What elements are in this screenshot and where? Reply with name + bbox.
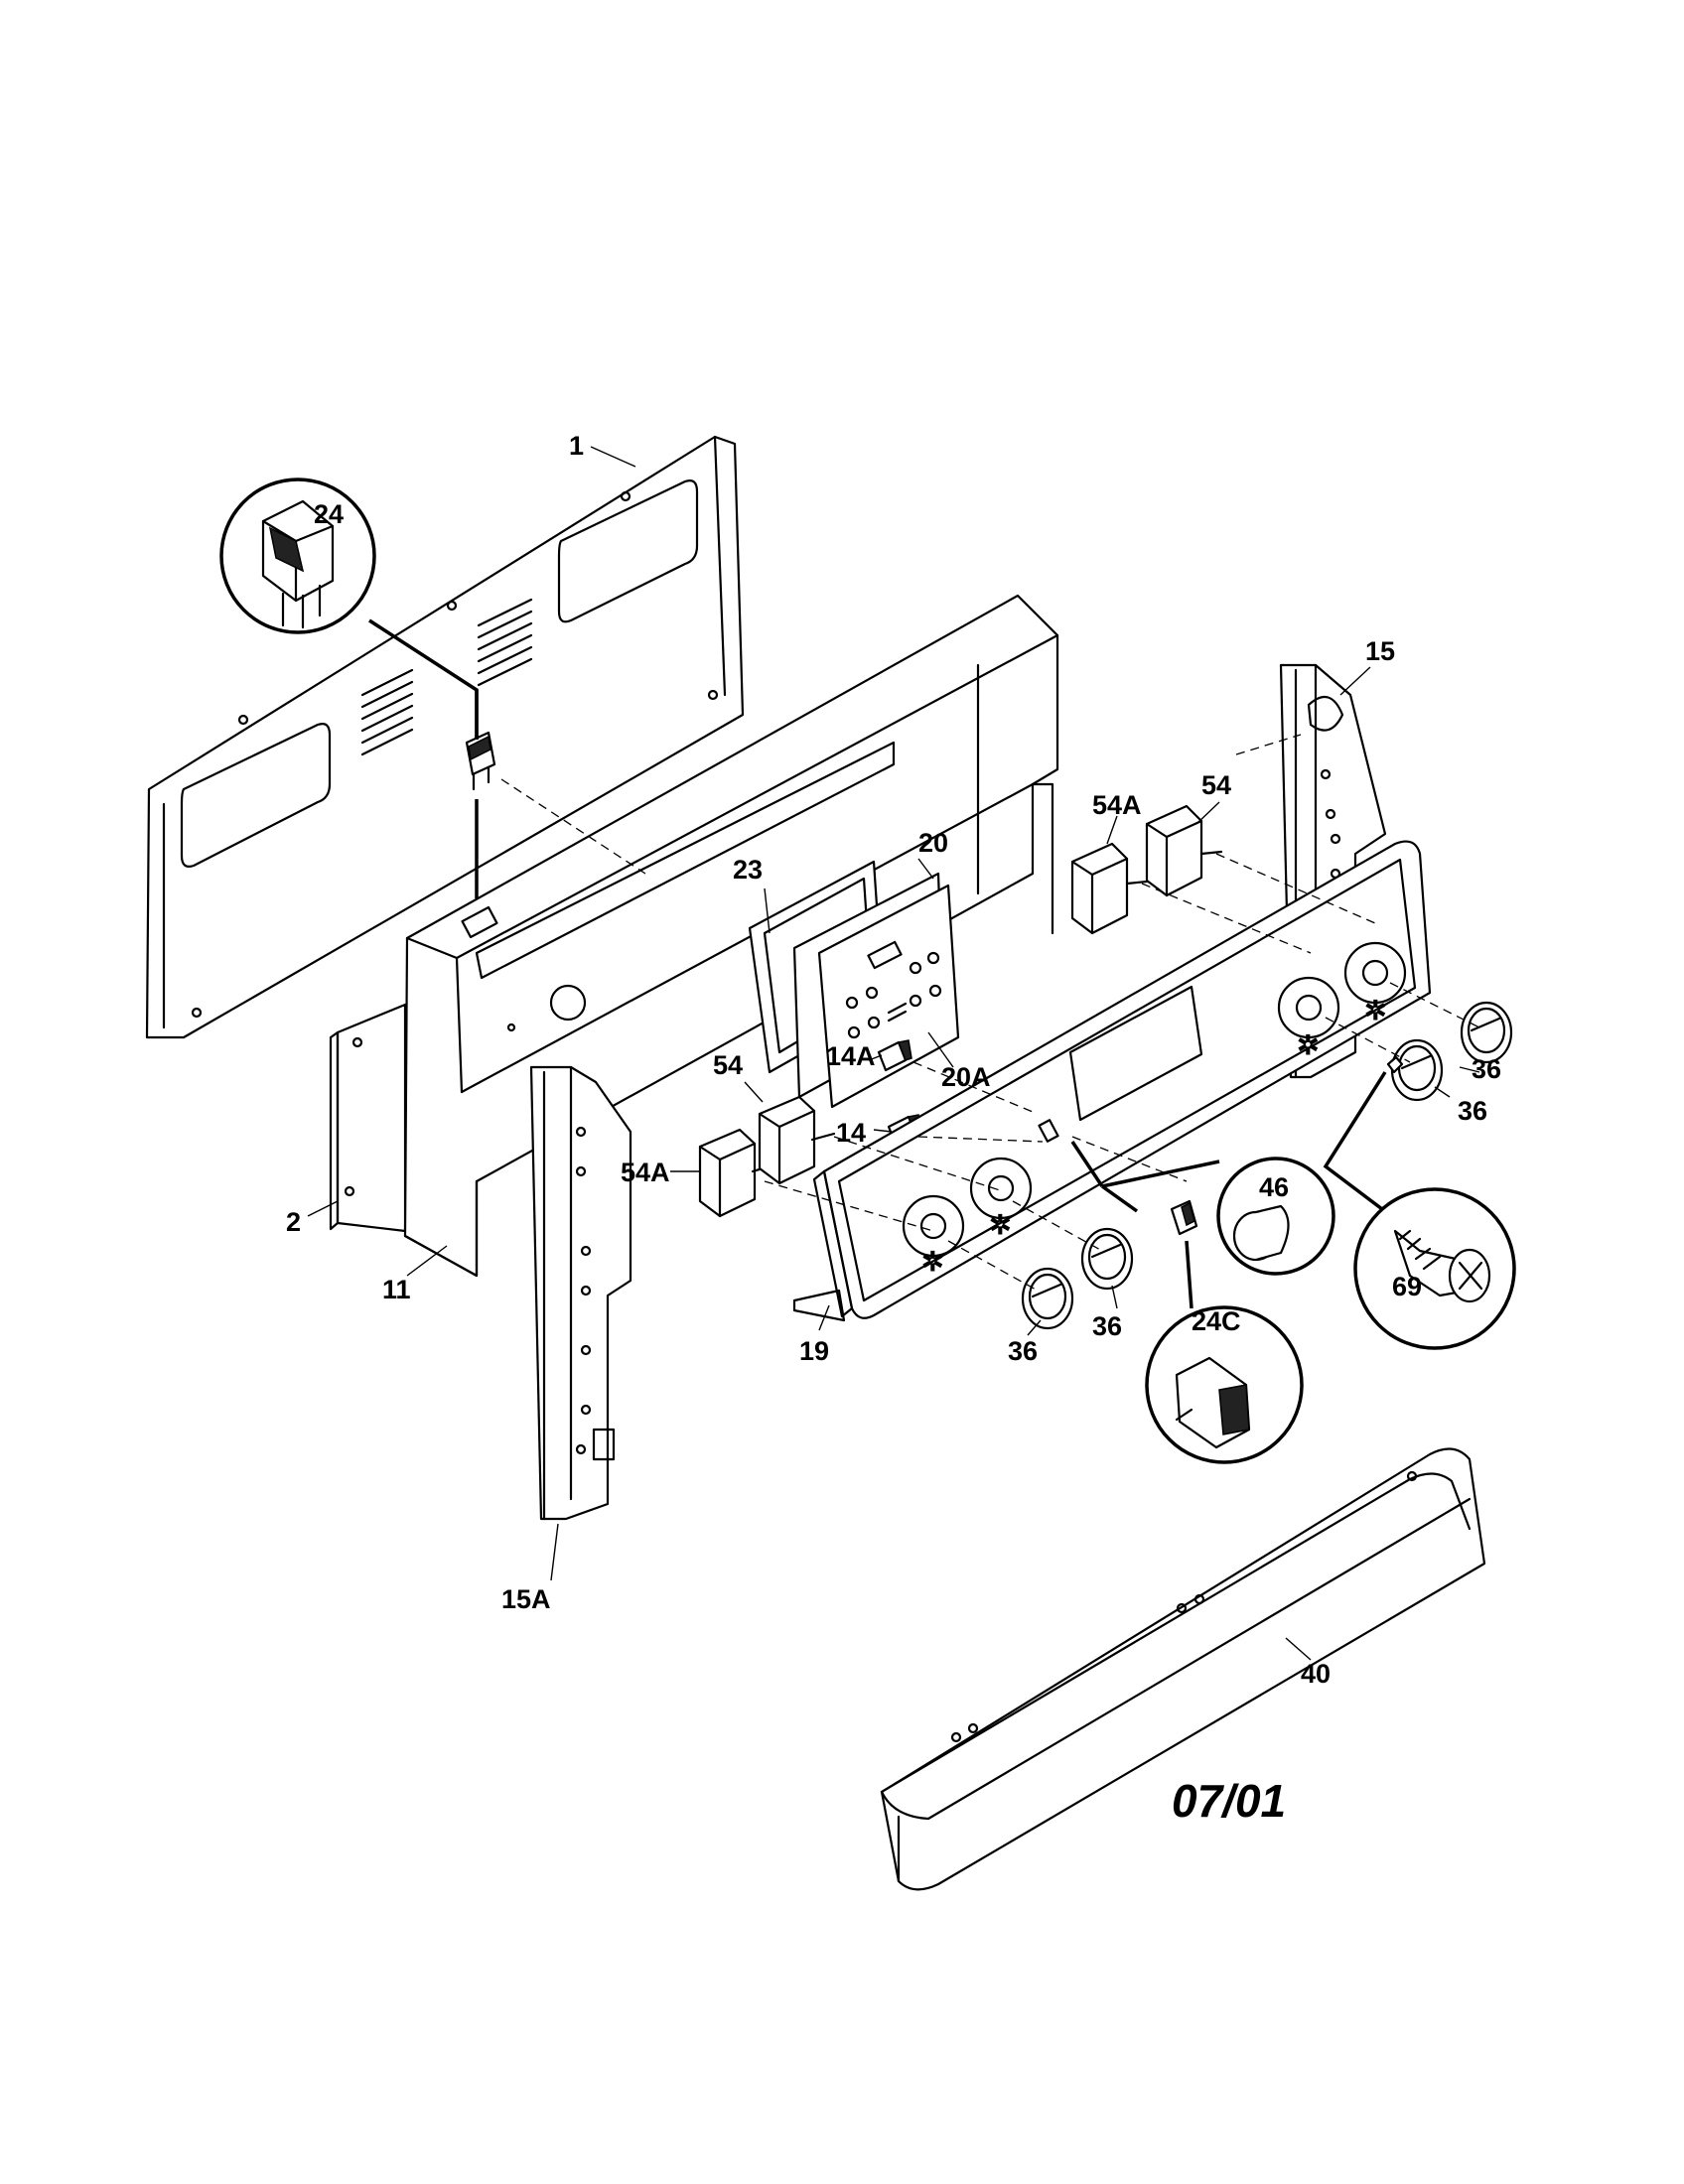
infinite-switch-54a-right bbox=[1070, 842, 1149, 935]
label-15a: 15A bbox=[501, 1584, 551, 1614]
svg-text:✲: ✲ bbox=[1297, 1030, 1320, 1060]
label-11: 11 bbox=[382, 1275, 411, 1304]
label-20: 20 bbox=[918, 828, 948, 858]
label-15: 15 bbox=[1365, 636, 1395, 666]
label-19: 19 bbox=[799, 1336, 829, 1366]
part-labels: 1 24 2 11 15 15A 23 20 20A 14A 14 54 54A… bbox=[286, 431, 1501, 1827]
label-36-right-lower: 36 bbox=[1458, 1096, 1487, 1126]
left-side-bracket bbox=[529, 1065, 632, 1521]
knob-36-right-lower bbox=[1390, 1038, 1444, 1102]
label-14: 14 bbox=[836, 1118, 866, 1148]
left-bracket bbox=[329, 1003, 407, 1233]
label-54a-right: 54A bbox=[1092, 790, 1142, 820]
label-40: 40 bbox=[1301, 1659, 1331, 1689]
label-24: 24 bbox=[314, 499, 344, 529]
thermostat-switch-14a bbox=[877, 1039, 912, 1072]
label-36-lower-mid: 36 bbox=[1092, 1311, 1122, 1341]
assembly-lines bbox=[500, 734, 1480, 1292]
callout-24-rocker-switch bbox=[219, 478, 479, 898]
electronic-control-board bbox=[792, 872, 960, 1109]
label-24c: 24C bbox=[1192, 1306, 1241, 1336]
knob-36-right-upper bbox=[1460, 1001, 1513, 1064]
vent-slots-lower bbox=[360, 668, 414, 756]
control-panel-front: ✲ ✲ ✲ ✲ bbox=[792, 840, 1432, 1322]
label-20a: 20A bbox=[941, 1062, 991, 1092]
infinite-switch-54-right bbox=[1145, 804, 1223, 897]
svg-text:✲: ✲ bbox=[921, 1247, 944, 1277]
infinite-switch-54-left bbox=[758, 1095, 836, 1185]
svg-text:✲: ✲ bbox=[989, 1210, 1012, 1240]
callout-69-screw bbox=[1323, 1055, 1516, 1350]
vent-slots-upper bbox=[477, 598, 533, 687]
label-54-left: 54 bbox=[713, 1050, 743, 1080]
label-54a-left: 54A bbox=[621, 1158, 670, 1187]
leader-lines bbox=[307, 446, 1480, 1661]
label-46: 46 bbox=[1259, 1172, 1289, 1202]
label-2: 2 bbox=[286, 1207, 301, 1237]
label-54-right: 54 bbox=[1201, 770, 1231, 800]
callout-24c-rocker-switch bbox=[1145, 1199, 1304, 1464]
rocker-switch-small bbox=[465, 731, 496, 791]
label-23: 23 bbox=[733, 855, 763, 885]
label-1: 1 bbox=[569, 431, 584, 461]
knob-36-lower-mid bbox=[1080, 1227, 1134, 1291]
label-36-right-upper: 36 bbox=[1472, 1054, 1501, 1084]
knob-36-lower-left bbox=[1021, 1267, 1074, 1330]
svg-text:✲: ✲ bbox=[1364, 996, 1387, 1025]
callout-46-push-button bbox=[1070, 1141, 1335, 1276]
front-trim-panel bbox=[880, 1447, 1486, 1891]
rear-panel bbox=[145, 435, 745, 1039]
label-14a: 14A bbox=[826, 1041, 876, 1071]
date-code: 07/01 bbox=[1172, 1775, 1286, 1827]
infinite-switch-54a-left bbox=[698, 1128, 772, 1218]
label-69: 69 bbox=[1392, 1272, 1422, 1301]
label-36-lower-left: 36 bbox=[1008, 1336, 1038, 1366]
